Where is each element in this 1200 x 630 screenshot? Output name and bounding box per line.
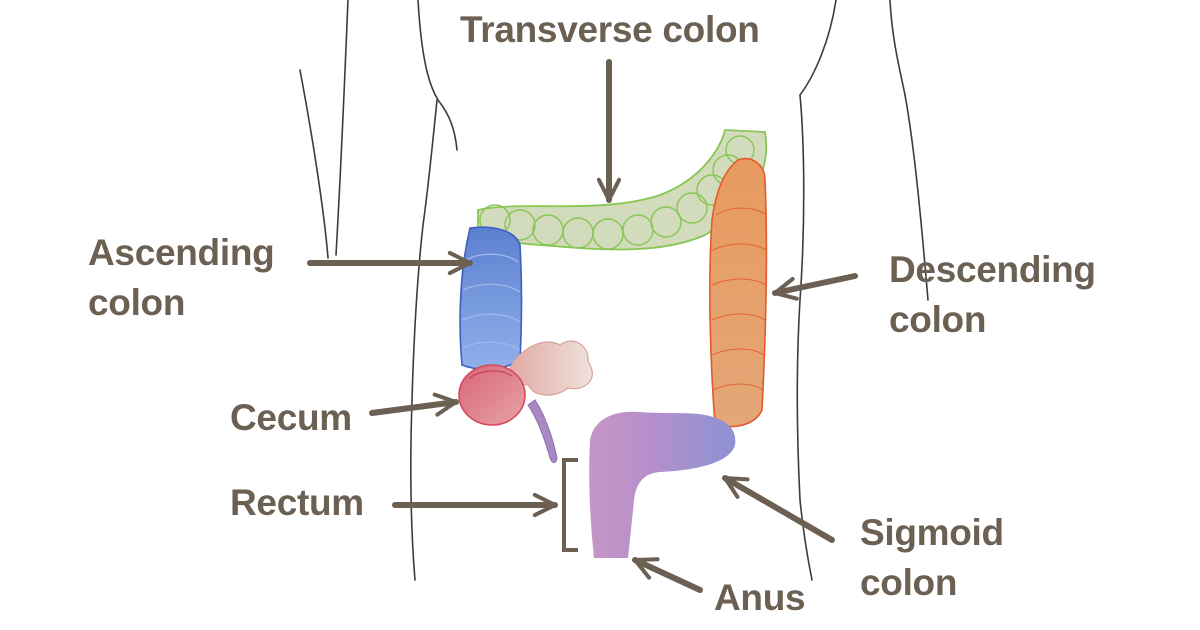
arrow-sigmoid	[722, 475, 835, 543]
sigmoid-rectum-shape	[589, 411, 736, 558]
label-sigmoid-line1: Sigmoid	[860, 512, 1004, 553]
arrows	[307, 59, 858, 593]
label-sigmoid-colon: Sigmoid colon	[860, 508, 1004, 608]
label-anus: Anus	[714, 577, 806, 618]
label-ascending-line1: Ascending	[88, 232, 275, 273]
arrow-anus	[632, 557, 703, 593]
label-descending-line1: Descending	[889, 249, 1096, 290]
label-ascending-line2: colon	[88, 282, 186, 323]
label-rectum: Rectum	[230, 482, 364, 523]
rectum-bracket	[562, 458, 578, 552]
ascending-colon-shape	[459, 226, 523, 370]
arrow-descending	[772, 273, 858, 301]
label-descending-colon: Descending colon	[889, 245, 1096, 345]
label-ascending-colon: Ascending colon	[88, 228, 275, 328]
cecum-shape	[458, 364, 526, 426]
label-cecum: Cecum	[230, 397, 352, 438]
small-intestine-end-shape	[508, 340, 593, 396]
label-sigmoid-line2: colon	[860, 562, 958, 603]
appendix-shape	[527, 399, 558, 463]
label-descending-line2: colon	[889, 299, 987, 340]
arrow-cecum	[369, 392, 459, 417]
label-transverse-colon: Transverse colon	[460, 9, 760, 50]
descending-colon-shape	[709, 158, 768, 428]
body-outline	[299, 0, 929, 581]
